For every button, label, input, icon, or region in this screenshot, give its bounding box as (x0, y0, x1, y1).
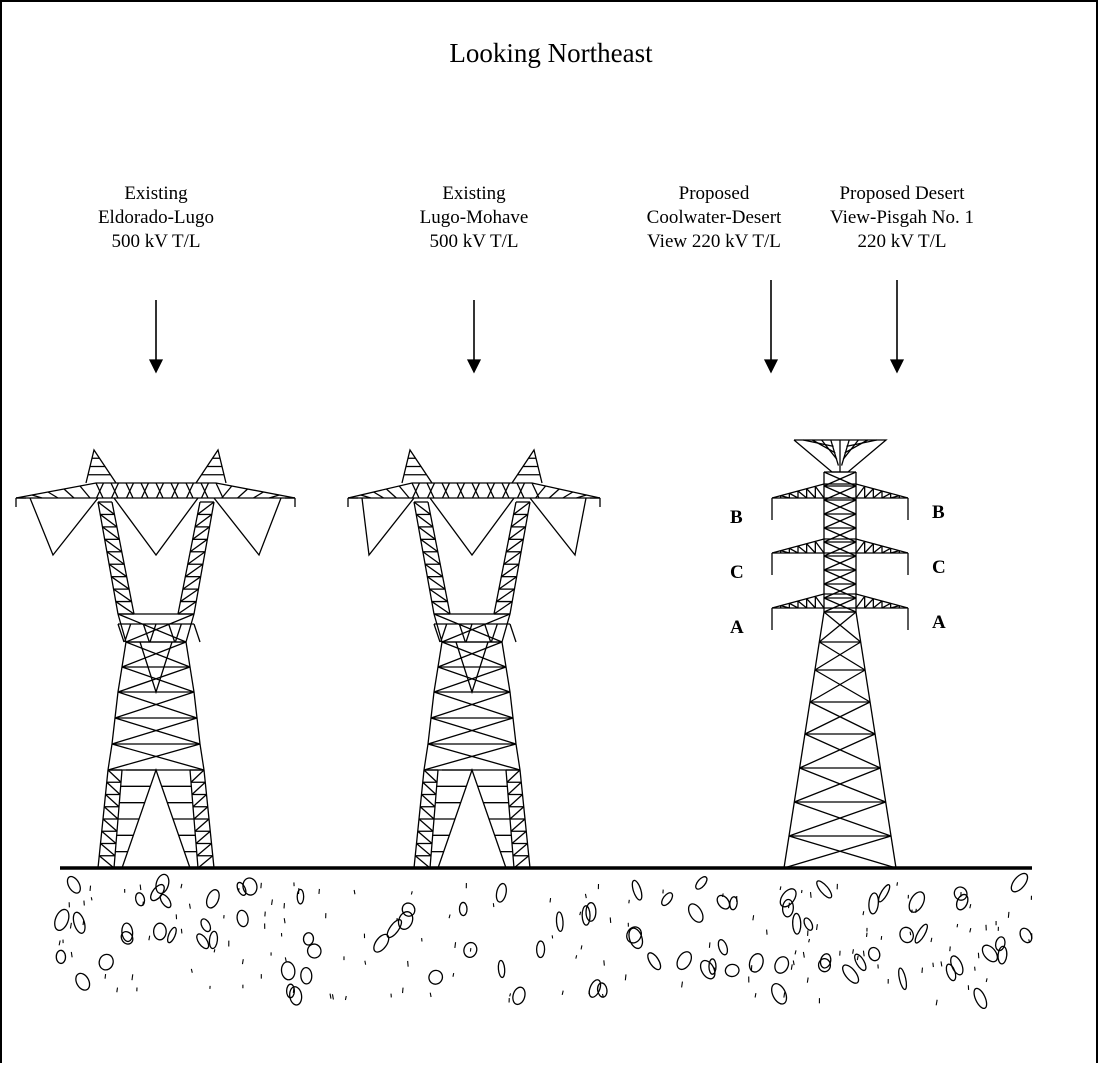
tower-eldorado-lugo (16, 450, 295, 868)
ground-pebbles (52, 871, 1034, 1011)
tower-coolwater-pisgah (772, 440, 908, 868)
tower-lugo-mohave (348, 450, 600, 868)
arrows (150, 280, 903, 372)
